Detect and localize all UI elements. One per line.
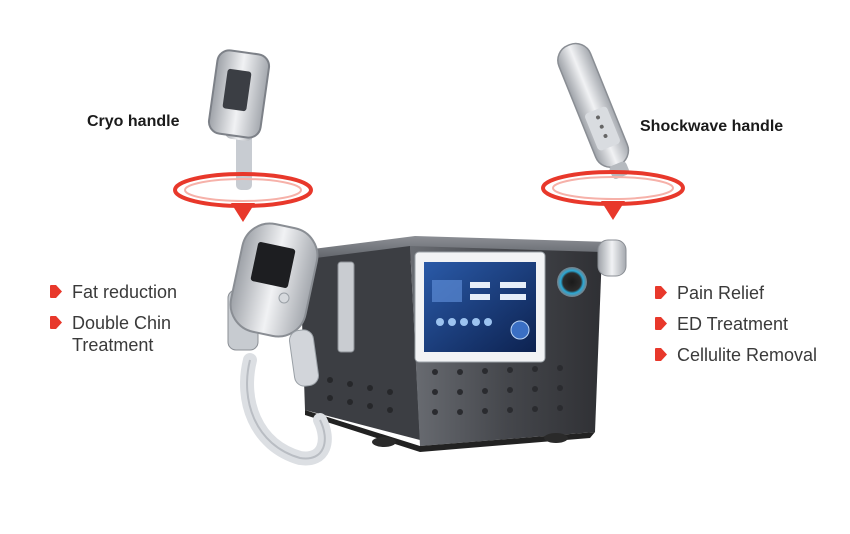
cryo-handle-image <box>207 49 271 190</box>
list-item: Double Chin Treatment <box>50 312 177 356</box>
shockwave-handle-title: Shockwave handle <box>640 118 784 135</box>
feature-double-chin: Double Chin Treatment <box>72 313 172 355</box>
device-body <box>300 236 627 452</box>
bullet-arrow-icon <box>50 285 63 298</box>
target-ring-icon <box>541 170 685 220</box>
cryo-handle-title: Cryo handle <box>87 113 180 130</box>
bullet-arrow-icon <box>655 286 668 299</box>
bullet-arrow-icon <box>50 316 63 329</box>
list-item: Pain Relief <box>655 282 817 304</box>
feature-cellulite-removal: Cellulite Removal <box>677 345 818 365</box>
list-item: Fat reduction <box>50 281 177 303</box>
list-item: Cellulite Removal <box>655 344 817 366</box>
shockwave-feature-list: Pain Relief ED Treatment Cellulite Remov… <box>655 282 817 375</box>
target-ring-icon <box>173 172 313 222</box>
bullet-arrow-icon <box>655 348 668 361</box>
bullet-arrow-icon <box>655 317 668 330</box>
shockwave-handle-image <box>557 42 630 179</box>
feature-fat-reduction: Fat reduction <box>72 282 178 302</box>
feature-pain-relief: Pain Relief <box>677 283 765 303</box>
cryo-feature-list: Fat reduction Double Chin Treatment <box>50 281 177 365</box>
list-item: ED Treatment <box>655 313 817 335</box>
feature-ed-treatment: ED Treatment <box>677 314 789 334</box>
cryo-applicator <box>227 222 332 466</box>
